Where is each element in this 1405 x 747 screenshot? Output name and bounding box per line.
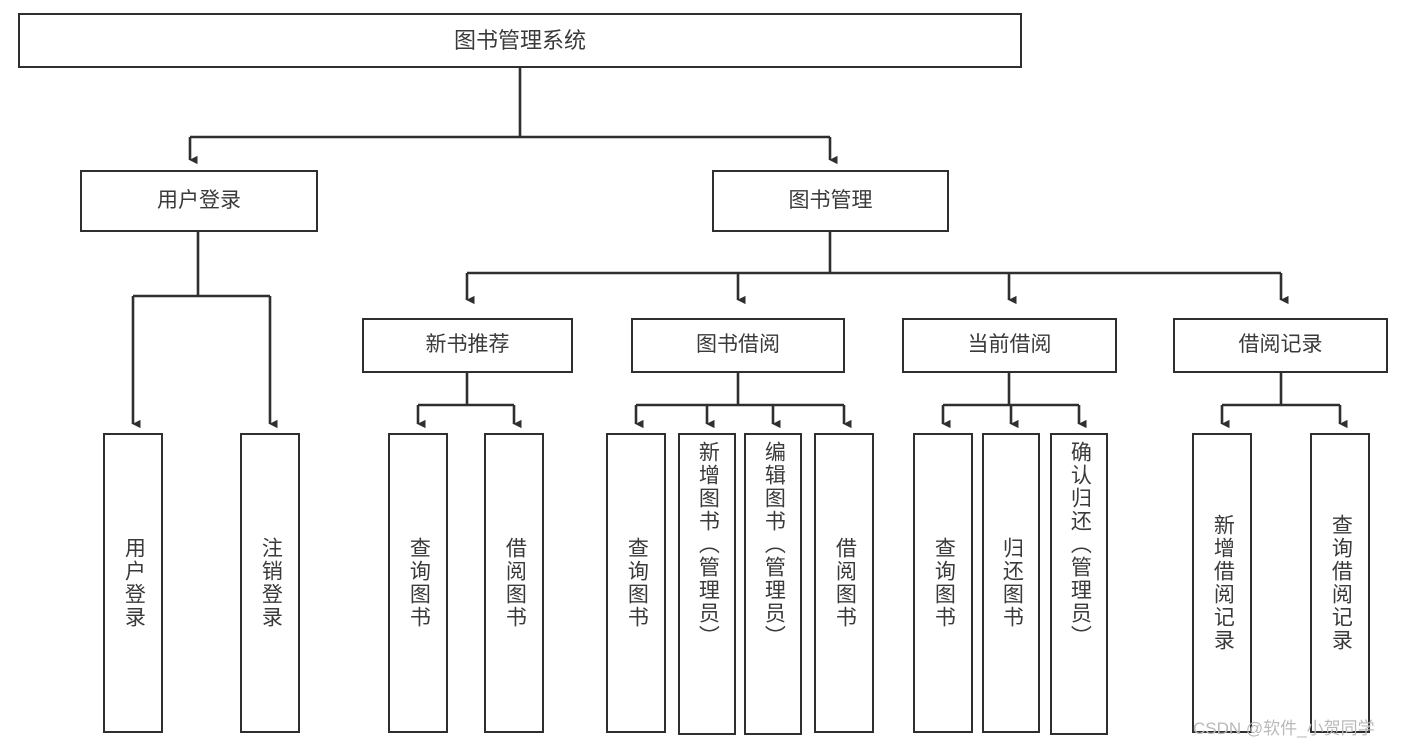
leaf-logout-label: 注销登录 bbox=[259, 537, 283, 629]
node-book-manage[interactable]: 图书管理 bbox=[712, 170, 949, 232]
leaf-logout[interactable]: 注销登录 bbox=[240, 433, 300, 733]
node-user-login-label: 用户登录 bbox=[157, 188, 241, 212]
leaf-query-book-1-label: 查询图书 bbox=[407, 537, 431, 629]
leaf-query-book-1[interactable]: 查询图书 bbox=[388, 433, 448, 733]
node-borrow-record-label: 借阅记录 bbox=[1238, 333, 1323, 357]
node-root[interactable]: 图书管理系统 bbox=[18, 13, 1022, 68]
leaf-return-book-label: 归还图书 bbox=[1000, 537, 1024, 629]
leaf-borrow-book-2[interactable]: 借阅图书 bbox=[814, 433, 874, 733]
leaf-query-book-2-label: 查询图书 bbox=[625, 537, 649, 629]
leaf-query-record-label: 查询借阅记录 bbox=[1329, 514, 1353, 652]
node-root-label: 图书管理系统 bbox=[453, 27, 586, 53]
leaf-confirm-return-label: 确认归还（管理员） bbox=[1068, 441, 1092, 648]
leaf-query-book-3-label: 查询图书 bbox=[932, 537, 956, 629]
node-book-borrow-label: 图书借阅 bbox=[696, 333, 780, 357]
leaf-borrow-book-1[interactable]: 借阅图书 bbox=[484, 433, 544, 733]
leaf-confirm-return[interactable]: 确认归还（管理员） bbox=[1050, 433, 1108, 735]
leaf-user-login-label: 用户登录 bbox=[122, 537, 146, 629]
leaf-query-record[interactable]: 查询借阅记录 bbox=[1310, 433, 1370, 733]
node-borrow-record[interactable]: 借阅记录 bbox=[1173, 318, 1388, 373]
leaf-edit-book[interactable]: 编辑图书（管理员） bbox=[744, 433, 802, 735]
leaf-query-book-3[interactable]: 查询图书 bbox=[913, 433, 973, 733]
node-new-book-rec[interactable]: 新书推荐 bbox=[362, 318, 573, 373]
node-book-manage-label: 图书管理 bbox=[788, 188, 873, 212]
leaf-add-record-label: 新增借阅记录 bbox=[1211, 514, 1235, 652]
leaf-add-book[interactable]: 新增图书（管理员） bbox=[678, 433, 736, 735]
node-current-borrow[interactable]: 当前借阅 bbox=[902, 318, 1117, 373]
watermark: CSDN @软件_小贺同学 bbox=[1193, 719, 1375, 738]
leaf-add-book-label: 新增图书（管理员） bbox=[696, 441, 720, 648]
leaf-query-book-2[interactable]: 查询图书 bbox=[606, 433, 666, 733]
node-user-login[interactable]: 用户登录 bbox=[80, 170, 318, 232]
node-new-book-rec-label: 新书推荐 bbox=[425, 333, 510, 357]
node-book-borrow[interactable]: 图书借阅 bbox=[631, 318, 845, 373]
leaf-return-book[interactable]: 归还图书 bbox=[982, 433, 1040, 733]
node-current-borrow-label: 当前借阅 bbox=[967, 333, 1052, 357]
leaf-borrow-book-2-label: 借阅图书 bbox=[833, 537, 857, 629]
leaf-edit-book-label: 编辑图书（管理员） bbox=[762, 441, 786, 648]
leaf-borrow-book-1-label: 借阅图书 bbox=[503, 537, 527, 629]
leaf-add-record[interactable]: 新增借阅记录 bbox=[1192, 433, 1252, 733]
leaf-user-login[interactable]: 用户登录 bbox=[103, 433, 163, 733]
